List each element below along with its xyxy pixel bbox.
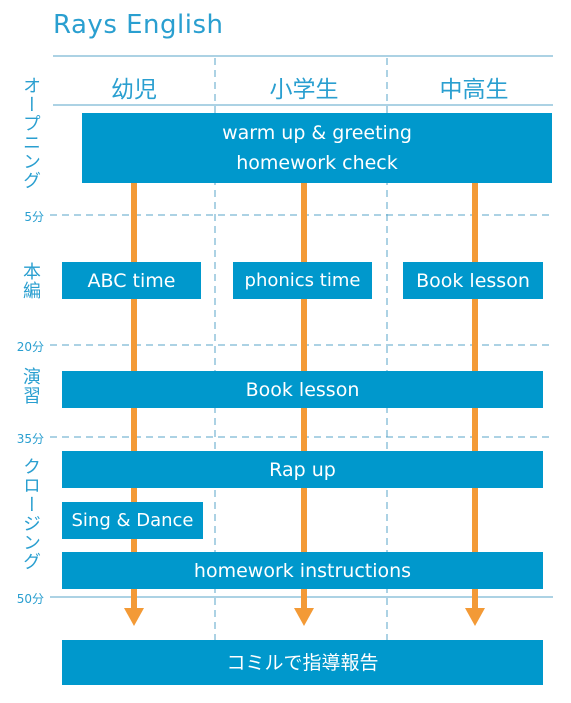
section-label-opening: オープニング <box>20 76 41 190</box>
box-warmup-homework-check: warm up & greeting homework check <box>82 113 552 183</box>
arrow-head-1 <box>124 608 144 626</box>
time-label-5: 5分 <box>24 210 44 224</box>
column-header-elementary: 小学生 <box>269 77 339 103</box>
box-homework-instructions: homework instructions <box>62 552 543 589</box>
box-rap-up: Rap up <box>62 451 543 488</box>
column-header-preschool: 幼児 <box>111 77 157 103</box>
arrow-head-3 <box>465 608 485 626</box>
column-header-secondary: 中高生 <box>439 77 509 103</box>
time-label-50: 50分 <box>16 592 44 606</box>
box-comiru-report: コミルで指導報告 <box>62 640 543 685</box>
page-title: Rays English <box>53 10 224 40</box>
box-warmup-line1: warm up & greeting <box>222 122 412 144</box>
box-book-lesson-all: Book lesson <box>62 371 543 408</box>
time-label-20: 20分 <box>16 340 44 354</box>
box-abc-time: ABC time <box>62 262 201 299</box>
section-label-main: 本編 <box>20 262 41 300</box>
arrow-head-2 <box>294 608 314 626</box>
box-sing-dance: Sing & Dance <box>62 502 203 539</box>
section-label-practice: 演習 <box>20 367 41 405</box>
box-book-lesson-secondary: Book lesson <box>403 262 543 299</box>
time-label-35: 35分 <box>16 432 44 446</box>
box-phonics-time: phonics time <box>233 262 372 299</box>
box-warmup-line2: homework check <box>236 152 398 174</box>
section-label-closing: クロージング <box>20 457 41 571</box>
